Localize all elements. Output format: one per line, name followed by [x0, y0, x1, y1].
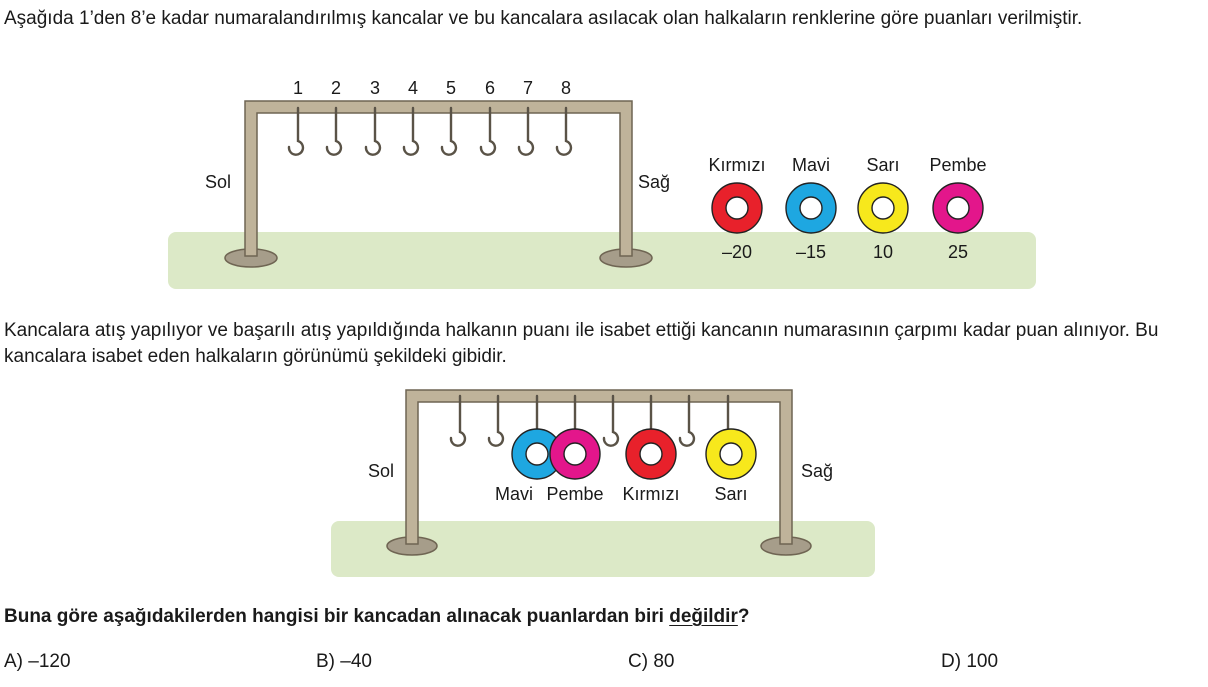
ring-outline [705, 428, 757, 480]
ring-points: 25 [948, 242, 968, 262]
ring-icon [858, 183, 908, 233]
ring-icon [786, 183, 836, 233]
option-value: 80 [653, 651, 675, 672]
left-label: Sol [368, 461, 394, 481]
option-d[interactable]: D) 100 [941, 651, 998, 673]
hook-icon [364, 106, 382, 156]
hook-icon [678, 394, 696, 447]
middle-text: Kancalara atış yapılıyor ve başarılı atı… [4, 320, 1159, 367]
hung-ring-label: Sarı [714, 484, 747, 504]
hung-ring: Pembe [546, 428, 604, 504]
ring-outline [549, 428, 601, 480]
hook-number: 2 [331, 78, 341, 98]
hook-icon [287, 106, 305, 156]
ring-legend-item: Kırmızı –20 [709, 155, 766, 262]
hook-icon [325, 106, 343, 156]
hook-icon [487, 394, 505, 447]
intro-text: Aşağıda 1’den 8’e kadar numaralandırılmı… [4, 8, 1083, 29]
hook-icon [555, 106, 573, 156]
ring-hole [725, 196, 749, 220]
hung-ring: Sarı [705, 428, 757, 504]
ring-outline [932, 182, 984, 234]
left-label: Sol [205, 172, 231, 192]
ring-points: –15 [796, 242, 826, 262]
option-value: –120 [28, 651, 71, 672]
hook-number: 7 [523, 78, 533, 98]
ring-name: Pembe [929, 155, 986, 175]
hook-number: 4 [408, 78, 418, 98]
option-value: –40 [340, 651, 372, 672]
ring-name: Mavi [792, 155, 830, 175]
ring-outline [625, 428, 677, 480]
hook-icon [402, 106, 420, 156]
ring-legend-item: Mavi –15 [785, 155, 837, 262]
ring-name: Kırmızı [709, 155, 766, 175]
option-c[interactable]: C) 80 [628, 651, 674, 673]
hung-rings: Mavi Pembe Kırmızı Sarı [495, 428, 757, 504]
option-letter: B) [316, 651, 335, 672]
ring-legend: Kırmızı –20 Mavi –15 Sarı 10 Pembe 25 [709, 155, 987, 262]
option-letter: C) [628, 651, 649, 672]
hook-number: 8 [561, 78, 571, 98]
ring-icon [933, 183, 983, 233]
question-after: ? [737, 606, 750, 627]
option-value: 100 [966, 651, 999, 672]
ring-icon [550, 429, 600, 479]
hung-ring-label: Mavi [495, 484, 533, 504]
question-text: Buna göre aşağıdakilerden hangisi bir ka… [4, 604, 749, 630]
hook-icon [449, 394, 467, 447]
ring-legend-item: Sarı 10 [857, 155, 909, 262]
hook-number: 5 [446, 78, 456, 98]
option-letter: A) [4, 651, 23, 672]
ring-hole [639, 442, 663, 466]
ring-hole [719, 442, 743, 466]
hook-icon [479, 106, 497, 156]
ring-hole [525, 442, 549, 466]
ring-hole [563, 442, 587, 466]
hanger-frame [244, 100, 633, 257]
figure-hung-rings: Mavi Pembe Kırmızı Sarı Sol Sağ [331, 389, 875, 577]
hanger-frame [405, 389, 793, 545]
ring-icon [706, 429, 756, 479]
right-label: Sağ [801, 461, 833, 481]
hook-number: 6 [485, 78, 495, 98]
ring-points: –20 [722, 242, 752, 262]
question-underlined: değildir [669, 606, 738, 627]
ring-points: 10 [873, 242, 893, 262]
hung-ring: Kırmızı [623, 428, 680, 504]
ring-outline [785, 182, 837, 234]
question-before: Buna göre aşağıdakilerden hangisi bir ka… [4, 606, 670, 627]
ring-legend-item: Pembe 25 [929, 155, 986, 262]
ring-outline [711, 182, 763, 234]
hung-ring-label: Kırmızı [623, 484, 680, 504]
ground [331, 521, 875, 577]
hook-icon [602, 394, 620, 447]
hung-ring-label: Pembe [546, 484, 603, 504]
ring-outline [857, 182, 909, 234]
ring-icon [712, 183, 762, 233]
hook-number: 3 [370, 78, 380, 98]
ring-hole [799, 196, 823, 220]
ring-name: Sarı [866, 155, 899, 175]
option-a[interactable]: A) –120 [4, 651, 71, 673]
hook-icon [517, 106, 535, 156]
option-letter: D) [941, 651, 962, 672]
hook-icon [440, 106, 458, 156]
ring-hole [946, 196, 970, 220]
hook-number: 1 [293, 78, 303, 98]
ring-hole [871, 196, 895, 220]
ring-icon [626, 429, 676, 479]
figure-hooks-and-ring-scores: 1 2 3 4 5 6 7 8 Sol Sağ Kırmızı –20 Mavi –15 Sarı 10… [168, 78, 1036, 289]
hooks-row [287, 106, 573, 156]
option-b[interactable]: B) –40 [316, 651, 372, 673]
hook-numbers: 1 2 3 4 5 6 7 8 [293, 78, 571, 98]
right-label: Sağ [638, 172, 670, 192]
